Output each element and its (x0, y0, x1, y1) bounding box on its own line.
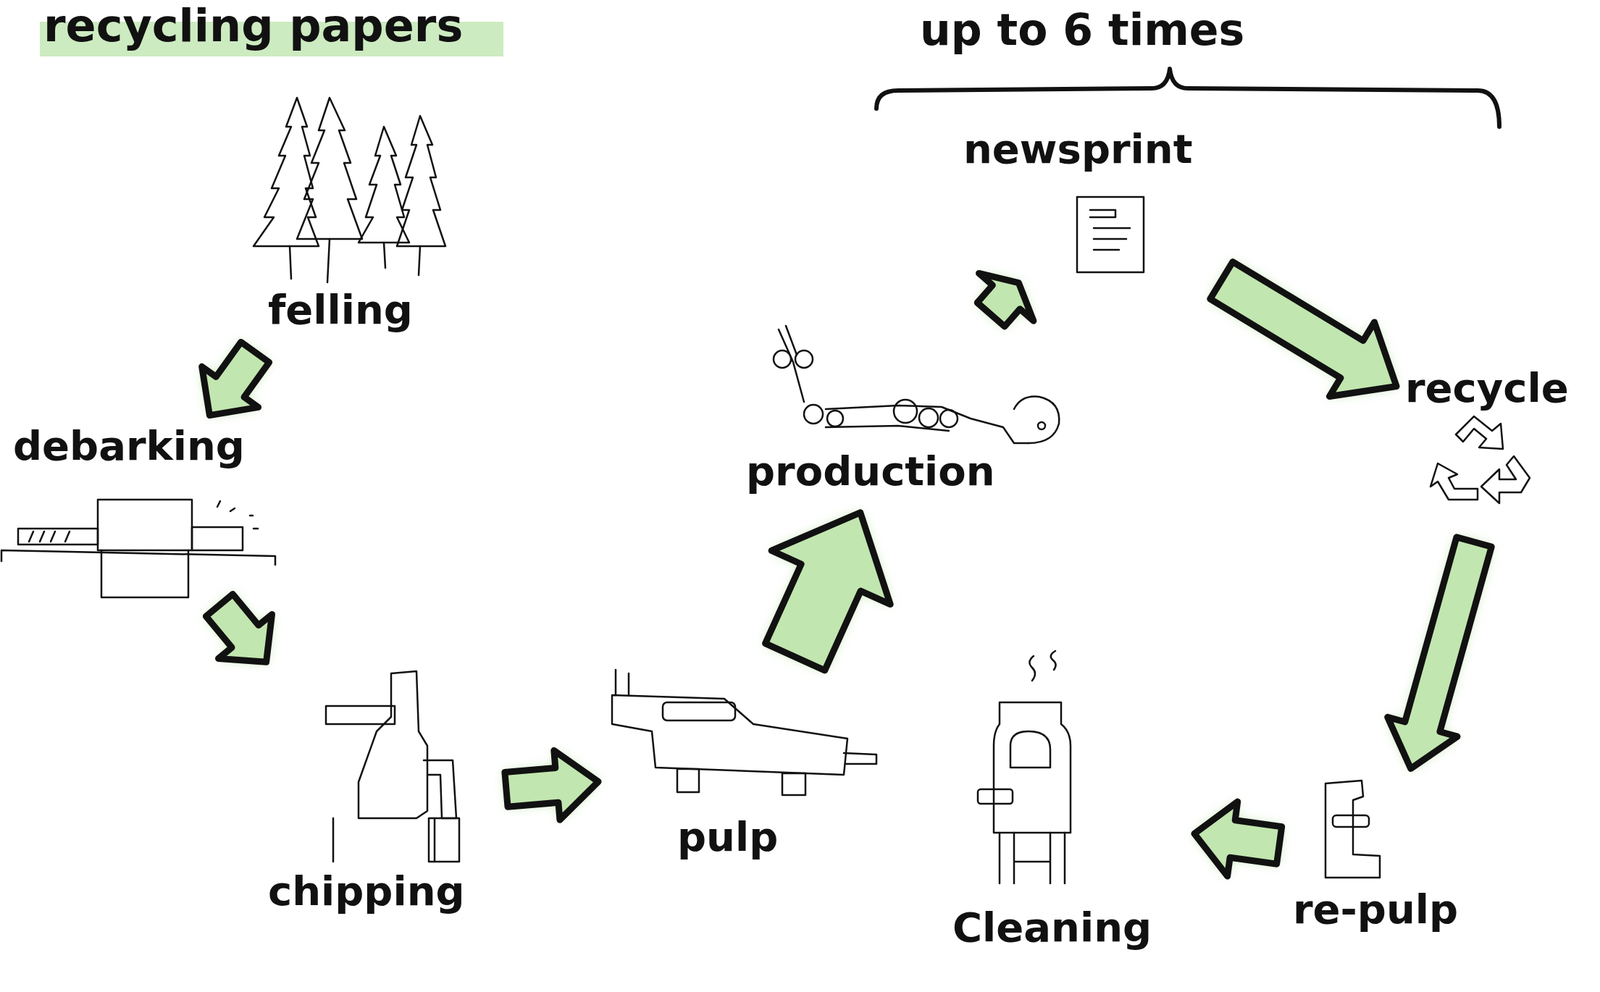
arrow-glow (1387, 537, 1493, 770)
brace (876, 68, 1500, 127)
newsprint-sheet-icon (1077, 197, 1144, 273)
arrow-body (504, 751, 599, 821)
stage-node: Cleaning (952, 666, 1185, 967)
chipping-machine-icon (325, 671, 460, 862)
stage-label: pulp (677, 814, 778, 860)
arrow-body (1387, 537, 1493, 770)
arrow-glow (977, 273, 1034, 327)
block-arrow (765, 512, 891, 671)
stage-node: newsprint (959, 126, 1221, 276)
block-arrow (1194, 801, 1283, 877)
pulp-machine-icon (612, 669, 877, 796)
stage-node: recycle (1405, 365, 1595, 533)
block-arrow (977, 273, 1034, 327)
arrow-body (202, 341, 270, 416)
stage-node: felling (249, 97, 450, 345)
re-pulp-machine-icon (1325, 780, 1380, 878)
stage-label: re-pulp (1292, 887, 1459, 933)
block-arrow (1387, 537, 1493, 770)
stage-label: newsprint (963, 126, 1193, 172)
block-arrow (1210, 262, 1397, 397)
arrow-glow (1210, 262, 1397, 397)
stage-label: felling (267, 287, 413, 333)
production-line-icon (773, 325, 1059, 444)
title: recycling papers (43, 1, 463, 51)
stage-label: recycle (1405, 365, 1569, 411)
stage-label: debarking (13, 423, 245, 469)
arrow-body (765, 512, 891, 671)
stage-label: chipping (267, 869, 466, 915)
debarking-machine-icon (1, 499, 276, 598)
stage-label: Cleaning (952, 905, 1152, 951)
arrow-body (977, 273, 1034, 327)
block-arrow (205, 594, 272, 663)
cleaning-machine-icon (977, 651, 1071, 884)
arrow-glow (205, 594, 272, 663)
arrow-body (1210, 262, 1397, 397)
title-box: recycling papers (43, 1, 463, 51)
arrow-glow (765, 512, 891, 671)
arrow-glow (1194, 801, 1283, 877)
arrow-glow (504, 751, 599, 821)
stage-node: re-pulp (1289, 778, 1482, 942)
stage-node: debarking (0, 423, 283, 598)
note-label: up to 6 times (919, 5, 1245, 54)
stage-node: pulp (608, 666, 881, 873)
trees-icon (253, 97, 446, 283)
arrow-glow (202, 341, 270, 416)
arrow-body (1194, 801, 1283, 877)
recycle-symbol-icon (1430, 416, 1530, 504)
stage-node: chipping (264, 669, 497, 931)
stage-node: production (746, 322, 1065, 504)
note-box: up to 6 times (919, 5, 1245, 54)
block-arrow (202, 341, 270, 416)
arrow-body (205, 594, 272, 663)
stage-label: production (746, 449, 996, 494)
block-arrow (504, 751, 599, 821)
